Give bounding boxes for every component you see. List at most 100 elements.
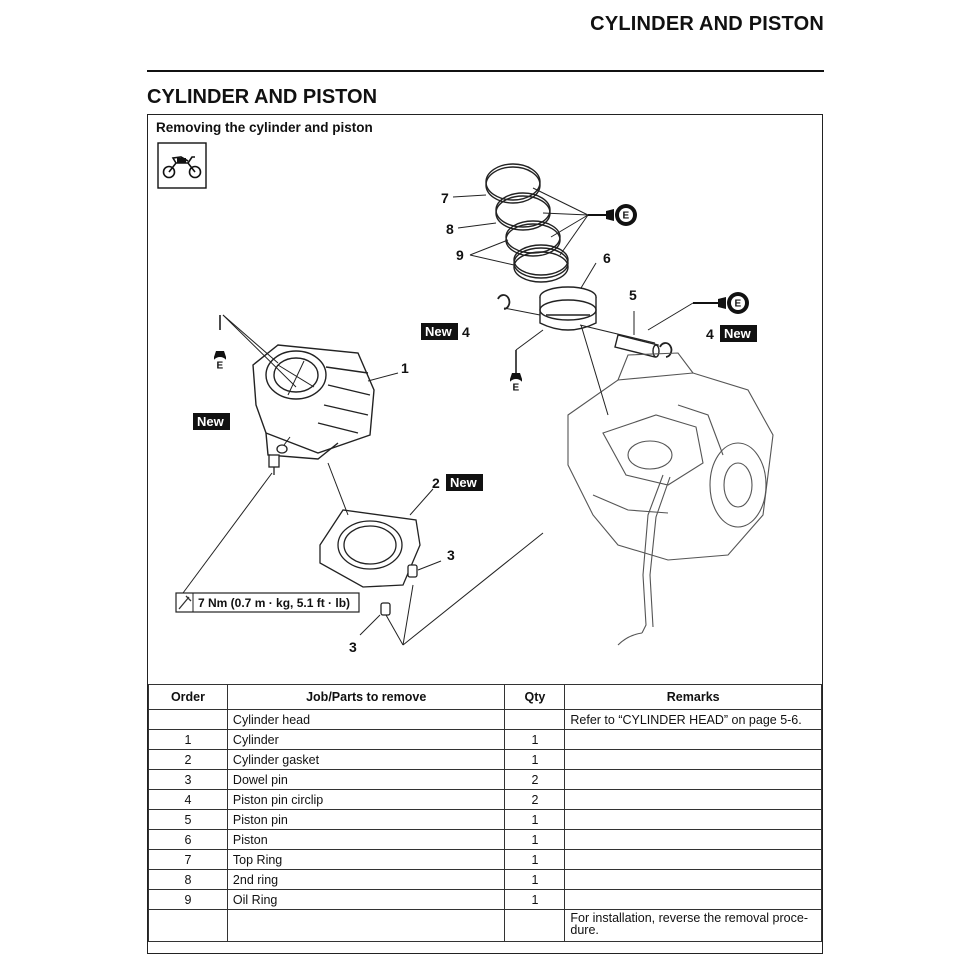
order-cell: 3 bbox=[148, 769, 228, 790]
remarks-cell bbox=[564, 849, 822, 870]
part-cell: Piston bbox=[226, 829, 506, 850]
part-cell: Cylinder bbox=[226, 729, 506, 750]
qty-cell: 2 bbox=[504, 789, 566, 810]
remarks-cell bbox=[564, 889, 822, 910]
svg-text:7 Nm (0.7 m · kg, 5.1 ft · lb): 7 Nm (0.7 m · kg, 5.1 ft · lb) bbox=[198, 596, 350, 610]
procedure-frame: Removing the cylinder and piston bbox=[147, 114, 823, 954]
table-row: Cylinder head Refer to “CYLINDER HEAD” o… bbox=[148, 709, 822, 730]
qty-cell bbox=[504, 709, 566, 730]
qty-cell: 1 bbox=[504, 869, 566, 890]
table-row: 3 Dowel pin 2 bbox=[148, 769, 822, 790]
col-qty-header: Qty bbox=[504, 684, 566, 710]
exploded-diagram: E E E E New New bbox=[157, 142, 774, 655]
table-header-row: Order Job/Parts to remove Qty Remarks bbox=[148, 684, 822, 710]
header-rule bbox=[147, 70, 824, 72]
order-cell bbox=[148, 709, 228, 730]
motorcycle-icon bbox=[157, 142, 207, 189]
part-cell: Top Ring bbox=[226, 849, 506, 870]
col-order-header: Order bbox=[148, 684, 228, 710]
final-remark: For installation, reverse the removal pr… bbox=[570, 911, 808, 937]
procedure-subtitle: Removing the cylinder and piston bbox=[156, 120, 373, 135]
piston-pin bbox=[614, 334, 660, 358]
table-row: 5 Piston pin 1 bbox=[148, 809, 822, 830]
cylinder-gasket bbox=[319, 509, 421, 588]
svg-text:New: New bbox=[197, 414, 225, 429]
part-cell: Piston pin circlip bbox=[226, 789, 506, 810]
table-row: 4 Piston pin circlip 2 bbox=[148, 789, 822, 810]
table-row: 8 2nd ring 1 bbox=[148, 869, 822, 890]
remarks-cell bbox=[564, 869, 822, 890]
callout-3-upper: 3 bbox=[447, 547, 455, 563]
lubrication-marker-piston: E bbox=[508, 329, 544, 395]
part-cell: Dowel pin bbox=[226, 769, 506, 790]
order-cell: 4 bbox=[148, 789, 228, 810]
callout-2: 2 bbox=[432, 475, 440, 491]
table-row: 6 Piston 1 bbox=[148, 829, 822, 850]
svg-text:New: New bbox=[724, 326, 752, 341]
new-badge-circlip-right: New bbox=[720, 325, 757, 342]
order-cell: 2 bbox=[148, 749, 228, 770]
parts-removal-table: Order Job/Parts to remove Qty Remarks Cy… bbox=[148, 684, 822, 942]
table-row: 9 Oil Ring 1 bbox=[148, 889, 822, 910]
order-cell: 6 bbox=[148, 829, 228, 850]
lubrication-marker-rings: E bbox=[588, 204, 637, 226]
dowel-pins bbox=[380, 564, 418, 616]
svg-text:E: E bbox=[217, 361, 224, 372]
order-cell: 1 bbox=[148, 729, 228, 750]
svg-text:E: E bbox=[513, 383, 520, 394]
cylinder-bolt bbox=[268, 444, 288, 475]
col-part-header: Job/Parts to remove bbox=[226, 684, 506, 710]
callout-6: 6 bbox=[603, 250, 611, 266]
part-cell: Oil Ring bbox=[226, 889, 506, 910]
svg-text:New: New bbox=[425, 324, 453, 339]
callout-4-right: 4 bbox=[706, 326, 714, 342]
remarks-cell bbox=[564, 749, 822, 770]
running-header-title: CYLINDER AND PISTON bbox=[590, 13, 824, 35]
remarks-cell bbox=[564, 789, 822, 810]
order-cell: 9 bbox=[148, 889, 228, 910]
callout-8: 8 bbox=[446, 221, 454, 237]
table-row: 7 Top Ring 1 bbox=[148, 849, 822, 870]
order-cell: 7 bbox=[148, 849, 228, 870]
torque-wrench-icon bbox=[178, 595, 192, 610]
callout-1: 1 bbox=[401, 360, 409, 376]
new-badge-washer: New bbox=[193, 413, 230, 430]
piston-rings bbox=[485, 163, 569, 283]
svg-text:E: E bbox=[735, 299, 742, 310]
remarks-cell: Refer to “CYLINDER HEAD” on page 5-6. bbox=[564, 709, 822, 730]
callout-3-lower: 3 bbox=[349, 639, 357, 655]
lubrication-marker-cylinder: E bbox=[212, 315, 228, 373]
part-cell: Piston pin bbox=[226, 809, 506, 830]
callout-4-left: 4 bbox=[462, 324, 470, 340]
crankcase bbox=[567, 352, 774, 646]
remarks-cell bbox=[564, 829, 822, 850]
qty-cell: 1 bbox=[504, 829, 566, 850]
part-cell: 2nd ring bbox=[226, 869, 506, 890]
remarks-cell bbox=[564, 769, 822, 790]
callout-7: 7 bbox=[441, 190, 449, 206]
order-cell bbox=[148, 909, 228, 942]
qty-cell: 1 bbox=[504, 729, 566, 750]
qty-cell: 1 bbox=[504, 849, 566, 870]
qty-cell: 1 bbox=[504, 749, 566, 770]
table-row: 1 Cylinder 1 bbox=[148, 729, 822, 750]
part-cell bbox=[226, 909, 506, 942]
callout-9: 9 bbox=[456, 247, 464, 263]
new-badge-gasket: New bbox=[446, 474, 483, 491]
qty-cell: 1 bbox=[504, 889, 566, 910]
qty-cell: 2 bbox=[504, 769, 566, 790]
remarks-cell bbox=[564, 729, 822, 750]
remarks-cell: For installation, reverse the removal pr… bbox=[564, 909, 822, 942]
part-cell: Cylinder head bbox=[226, 709, 506, 730]
lubrication-marker-pin: E bbox=[647, 292, 749, 331]
part-cell: Cylinder gasket bbox=[226, 749, 506, 770]
table-row: For installation, reverse the removal pr… bbox=[148, 909, 822, 942]
svg-text:New: New bbox=[450, 475, 478, 490]
table-row: 2 Cylinder gasket 1 bbox=[148, 749, 822, 770]
col-remarks-header: Remarks bbox=[564, 684, 822, 710]
remarks-cell bbox=[564, 809, 822, 830]
order-cell: 5 bbox=[148, 809, 228, 830]
order-cell: 8 bbox=[148, 869, 228, 890]
qty-cell bbox=[504, 909, 566, 942]
svg-text:E: E bbox=[623, 211, 630, 222]
